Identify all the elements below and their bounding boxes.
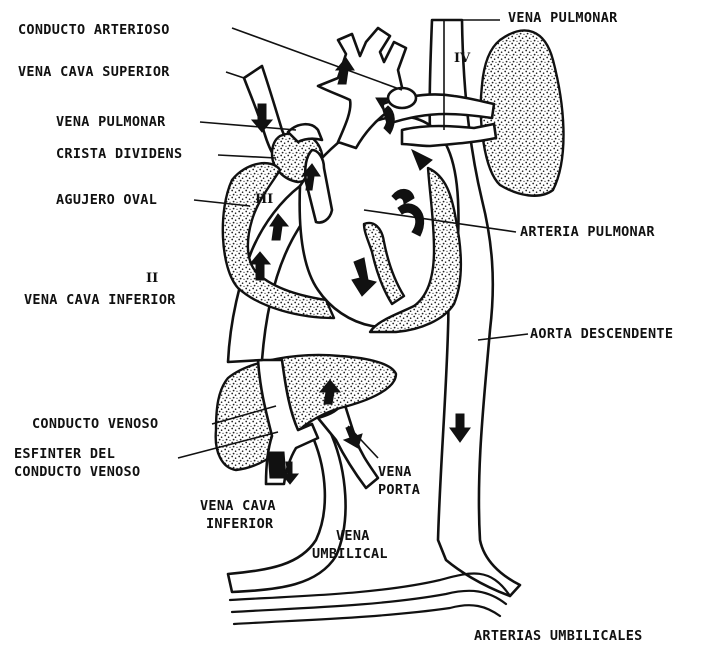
umbilical-artery-2 xyxy=(232,591,506,612)
label-vena-cava-superior: VENA CAVA SUPERIOR xyxy=(18,64,170,80)
label-vena-pulmonar-right: VENA PULMONAR xyxy=(508,10,618,26)
label-esfinter-line1: ESFINTER DEL xyxy=(14,446,115,462)
label-vena-umbilical-line1: VENA xyxy=(336,528,370,544)
numeral-ii: II xyxy=(146,271,158,286)
pulmonary-vein-right xyxy=(402,124,496,146)
label-crista-dividens: CRISTA DIVIDENS xyxy=(56,146,182,162)
leader-vena-cava-superior xyxy=(226,72,244,78)
label-esfinter-line2: CONDUCTO VENOSO xyxy=(14,464,140,480)
label-vena-cava-inferior-line1: VENA CAVA xyxy=(200,498,276,514)
label-vena-pulmonar-left: VENA PULMONAR xyxy=(56,114,166,130)
label-vena-porta-line2: PORTA xyxy=(378,482,420,498)
label-agujero-oval: AGUJERO OVAL xyxy=(56,192,157,208)
label-conducto-arterioso: CONDUCTO ARTERIOSO xyxy=(18,22,170,38)
umbilical-artery-3 xyxy=(234,605,500,624)
label-arterias-umbilicales: ARTERIAS UMBILICALES xyxy=(474,628,643,644)
ductus-arteriosus xyxy=(388,88,416,108)
label-vena-cava-inferior-line2: INFERIOR xyxy=(206,516,274,532)
label-vena-umbilical-line2: UMBILICAL xyxy=(312,546,388,562)
numeral-iii: III xyxy=(255,192,273,207)
label-vena-cava-inferior-ii: VENA CAVA INFERIOR xyxy=(24,292,176,308)
label-arteria-pulmonar: ARTERIA PULMONAR xyxy=(520,224,655,240)
leader-crista-dividens xyxy=(218,155,276,158)
numeral-iv: IV xyxy=(454,51,471,66)
label-vena-porta-line1: VENA xyxy=(378,464,412,480)
label-conducto-venoso: CONDUCTO VENOSO xyxy=(32,416,158,432)
liver xyxy=(216,355,396,470)
label-aorta-descendente: AORTA DESCENDENTE xyxy=(530,326,673,342)
